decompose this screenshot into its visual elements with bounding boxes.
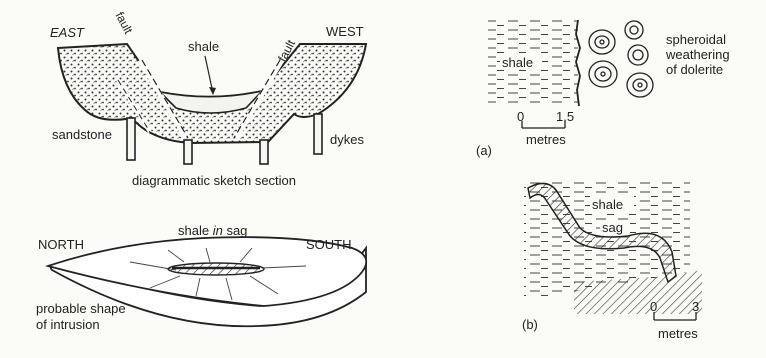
- scale-a-max: 1.5: [556, 110, 574, 123]
- label-shale: shale: [188, 40, 219, 53]
- scale-b-max: 3: [692, 300, 699, 313]
- panel-b-tag: (b): [522, 318, 538, 331]
- label-b-shale: shale: [592, 198, 623, 211]
- label-shale-in-sag: shale in sag: [178, 224, 247, 237]
- spheroids: [589, 21, 653, 97]
- scale-b-unit: metres: [658, 327, 698, 340]
- sketch-section-drawing: [58, 44, 366, 164]
- label-south: SOUTH: [306, 238, 352, 251]
- label-a-weathering-3: of dolerite: [666, 63, 723, 76]
- label-dykes: dykes: [330, 133, 364, 146]
- panel-a-tag: (a): [476, 144, 492, 157]
- label-sandstone: sandstone: [52, 128, 112, 141]
- scale-b-min: 0: [650, 300, 657, 313]
- scale-a-min: 0: [517, 110, 524, 123]
- label-west: WEST: [326, 25, 364, 38]
- label-a-weathering-2: weathering: [666, 48, 730, 61]
- label-north: NORTH: [38, 238, 84, 251]
- label-a-weathering-1: spheroidal: [666, 33, 726, 46]
- label-sag-word: sag: [226, 223, 247, 238]
- label-b-sag: sag: [602, 221, 623, 234]
- label-east: EAST: [50, 26, 84, 39]
- scale-a-unit: metres: [526, 133, 566, 146]
- caption-probable-shape: probable shape: [36, 302, 126, 315]
- label-a-shale: shale: [502, 56, 533, 69]
- label-in-word: in: [213, 223, 223, 238]
- caption-of-intrusion: of intrusion: [36, 318, 100, 331]
- label-shale-word: shale: [178, 223, 209, 238]
- caption-sketch-section: diagrammatic sketch section: [132, 174, 296, 187]
